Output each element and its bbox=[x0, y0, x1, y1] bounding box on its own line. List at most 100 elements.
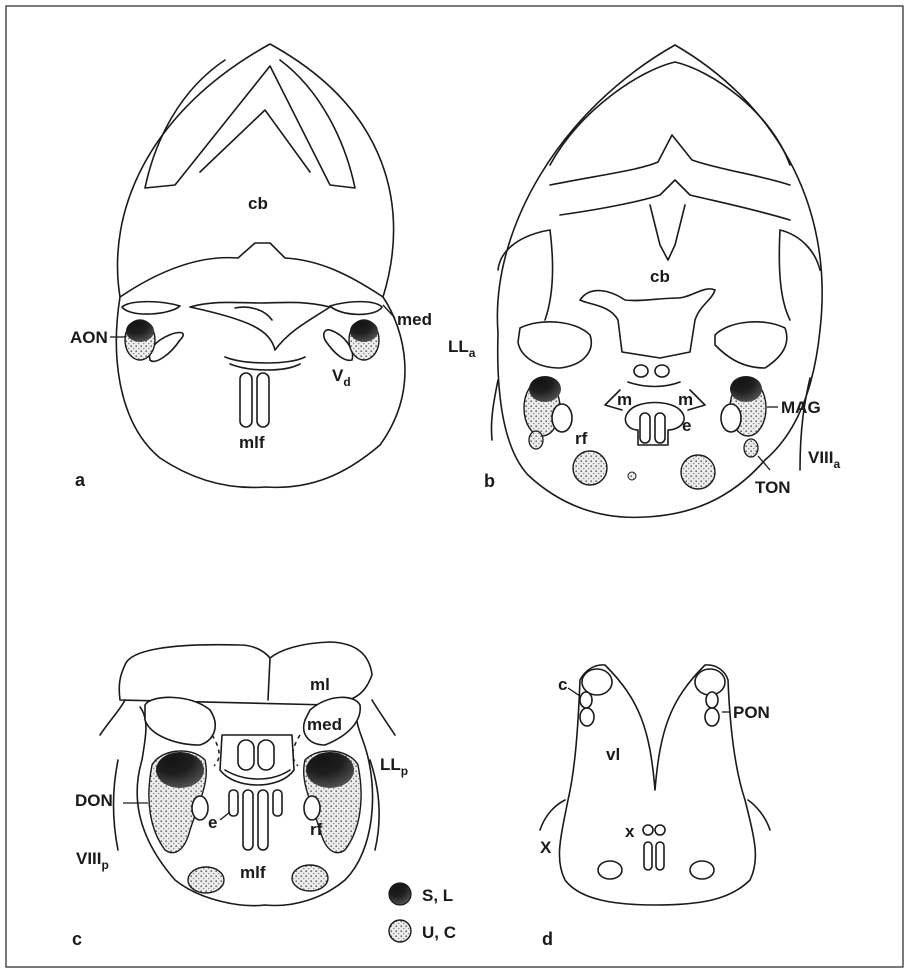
legend-item-1-label: S, L bbox=[422, 886, 453, 905]
panel-b-cb-center bbox=[650, 205, 685, 260]
panel-a-vd-right bbox=[324, 330, 353, 360]
label-d-c: c bbox=[558, 675, 567, 694]
label-a-aon: AON bbox=[70, 328, 108, 347]
legend-stippled-swatch bbox=[389, 920, 411, 942]
panel-b-top-inner bbox=[550, 62, 790, 220]
panel-b-ton-left bbox=[529, 431, 543, 449]
panel-b-med-left bbox=[518, 322, 591, 368]
legend-dark-swatch bbox=[389, 883, 411, 905]
panel-c-side-right bbox=[372, 700, 395, 735]
panel-c-center-structure bbox=[220, 735, 294, 785]
legend: S, L U, C bbox=[389, 883, 456, 942]
label-d-x-lower: x bbox=[625, 822, 635, 841]
label-b-ton: TON bbox=[755, 478, 791, 497]
panel-d-mlf-left bbox=[644, 842, 652, 870]
panel-d-pon-b bbox=[705, 708, 719, 726]
panel-c-med-left bbox=[145, 697, 215, 745]
label-b-e: e bbox=[682, 416, 691, 435]
panel-c-don-right-small bbox=[304, 796, 320, 820]
panel-c-ml-lobe bbox=[119, 642, 372, 705]
panel-b-lobe-right bbox=[779, 230, 820, 320]
panel-d-c-a bbox=[580, 692, 592, 708]
panel-c-e-leader bbox=[220, 812, 230, 820]
panel-b-med-right bbox=[715, 322, 787, 368]
panel-d-side-left bbox=[540, 800, 565, 830]
panel-d-c-leader bbox=[568, 688, 580, 696]
panel-b-mag-right-small bbox=[721, 404, 741, 432]
panel-c-mlf-left bbox=[243, 790, 253, 850]
panel-b-lobe-left bbox=[498, 230, 552, 320]
panel-a-mlf-left bbox=[240, 373, 252, 427]
panel-c-don-left-dark bbox=[156, 752, 204, 788]
panel-d-pon-a bbox=[706, 692, 718, 708]
panel-b-mag-left-small bbox=[552, 404, 572, 432]
panel-b-rf-right bbox=[681, 455, 715, 489]
panel-c-midline bbox=[268, 658, 270, 700]
panel-d-mlf-right bbox=[656, 842, 664, 870]
label-c-don: DON bbox=[75, 791, 113, 810]
label-b-mag: MAG bbox=[781, 398, 821, 417]
panel-a-section bbox=[110, 44, 405, 487]
label-a-cb: cb bbox=[248, 194, 268, 213]
panel-a-aon-left-dark bbox=[126, 320, 154, 342]
label-c-mlf: mlf bbox=[240, 863, 266, 882]
panel-a-aon-right-dark bbox=[350, 320, 378, 342]
panel-b-mlf-left bbox=[640, 413, 650, 443]
panel-b-lla-left-line bbox=[491, 380, 498, 440]
label-c-rf: rf bbox=[310, 820, 323, 839]
label-a-v: Vd bbox=[332, 366, 351, 389]
label-b-rf: rf bbox=[575, 429, 588, 448]
panel-d-x-b bbox=[655, 825, 665, 835]
panel-b-rf-left bbox=[573, 451, 607, 485]
panel-label-a: a bbox=[75, 470, 86, 490]
panel-b-ton-right bbox=[744, 439, 758, 457]
panel-d-top-left bbox=[582, 669, 612, 695]
panel-a-med-left bbox=[122, 302, 180, 314]
panel-a-cb-lower bbox=[120, 243, 383, 297]
panel-c-center-a bbox=[238, 740, 254, 770]
label-b-m-right: m bbox=[678, 390, 693, 409]
label-c-viii: VIIIp bbox=[76, 849, 109, 872]
panel-b-ventricle bbox=[580, 289, 715, 358]
panel-c-dashes-left bbox=[212, 735, 219, 766]
label-c-e: e bbox=[208, 813, 217, 832]
panel-d-low-left bbox=[598, 861, 622, 879]
label-c-ll: LLp bbox=[380, 755, 408, 778]
panel-b-mlf-right bbox=[655, 413, 665, 443]
panel-a-cerebellum-top bbox=[145, 60, 355, 188]
label-b-viii: VIIIa bbox=[808, 448, 841, 471]
legend-item-2-label: U, C bbox=[422, 923, 456, 942]
panel-c-don-left-small bbox=[192, 796, 208, 820]
panel-d-top-right bbox=[695, 669, 725, 695]
panel-d-c-b bbox=[580, 708, 594, 726]
label-d-vl: vl bbox=[606, 745, 620, 764]
panel-d-x-a bbox=[643, 825, 653, 835]
panel-c-e-right bbox=[273, 790, 282, 816]
panel-c-mlf-right bbox=[258, 790, 268, 850]
panel-a-mlf-right bbox=[257, 373, 269, 427]
panel-label-d: d bbox=[542, 929, 553, 949]
panel-d-low-right bbox=[690, 861, 714, 879]
label-a-med: med bbox=[397, 310, 432, 329]
panel-a-ventricle bbox=[190, 302, 330, 350]
panel-c-side-left bbox=[100, 700, 125, 735]
label-c-med: med bbox=[307, 715, 342, 734]
panel-c-rf-left bbox=[188, 867, 224, 893]
panel-c-viii-line bbox=[114, 760, 119, 850]
panel-a-arcs bbox=[225, 357, 305, 370]
panel-c-center-b bbox=[258, 740, 274, 770]
label-b-m-left: m bbox=[617, 390, 632, 409]
panel-c-rf-right bbox=[292, 865, 328, 891]
panel-label-b: b bbox=[484, 471, 495, 491]
panel-label-c: c bbox=[72, 929, 82, 949]
panel-d-section bbox=[540, 665, 770, 905]
panel-b-small-right bbox=[655, 365, 669, 377]
label-b-ll: LLa bbox=[448, 337, 476, 360]
panel-b-rf-mid bbox=[628, 472, 636, 480]
panel-c-don-right-dark bbox=[306, 752, 354, 788]
panel-b-small-left bbox=[634, 365, 648, 377]
panel-c-e-left bbox=[229, 790, 238, 816]
label-c-ml: ml bbox=[310, 675, 330, 694]
panel-b-mag-left-dark bbox=[529, 376, 561, 402]
